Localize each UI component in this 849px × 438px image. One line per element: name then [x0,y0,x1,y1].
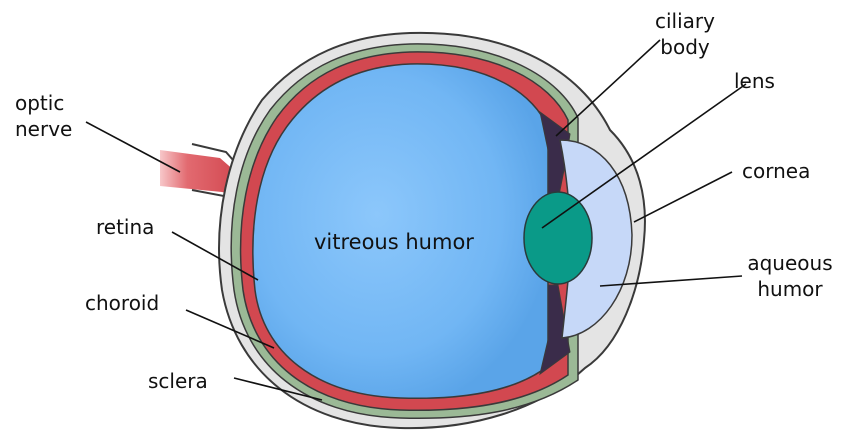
label-aqueous-humor: aqueous humor [740,250,840,302]
label-choroid-text: choroid [85,291,159,315]
label-vitreous-humor-text: vitreous humor [314,230,474,254]
label-aqueous-humor-line2: humor [740,276,840,302]
leader-optic-nerve [86,122,180,172]
label-ciliary-body-line1: ciliary [645,8,725,34]
label-vitreous-humor: vitreous humor [314,229,474,255]
label-cornea-text: cornea [742,159,810,183]
label-optic-nerve: optic nerve [15,90,72,142]
label-optic-nerve-line1: optic [15,90,72,116]
label-ciliary-body-line2: body [645,34,725,60]
label-retina-text: retina [96,215,154,239]
label-aqueous-humor-line1: aqueous [740,250,840,276]
label-retina: retina [96,214,154,240]
label-sclera: sclera [148,368,208,394]
leader-cornea [634,172,732,222]
lens [524,192,592,284]
label-sclera-text: sclera [148,369,208,393]
label-cornea: cornea [742,158,810,184]
label-choroid: choroid [85,290,159,316]
label-lens: lens [734,68,775,94]
label-ciliary-body: ciliary body [645,8,725,60]
label-lens-text: lens [734,69,775,93]
label-optic-nerve-line2: nerve [15,116,72,142]
